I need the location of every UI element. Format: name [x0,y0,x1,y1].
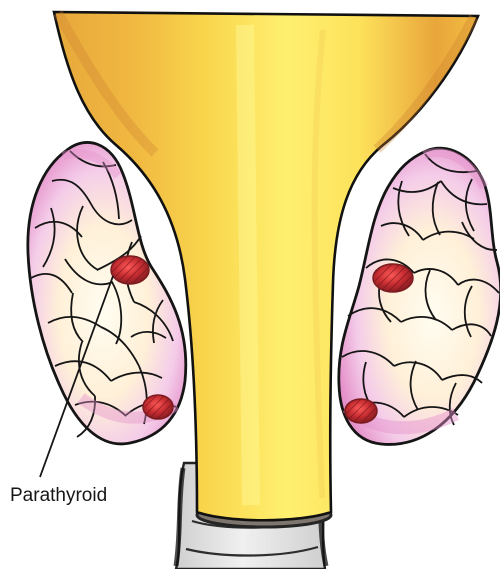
upper-left-parathyroid-gland-icon [111,256,149,284]
lower-left-parathyroid-gland-icon [143,395,173,419]
upper-right-parathyroid-gland-icon [373,264,413,292]
parathyroid-label: Parathyroid [10,486,107,505]
lower-right-parathyroid-gland-icon [345,399,377,423]
